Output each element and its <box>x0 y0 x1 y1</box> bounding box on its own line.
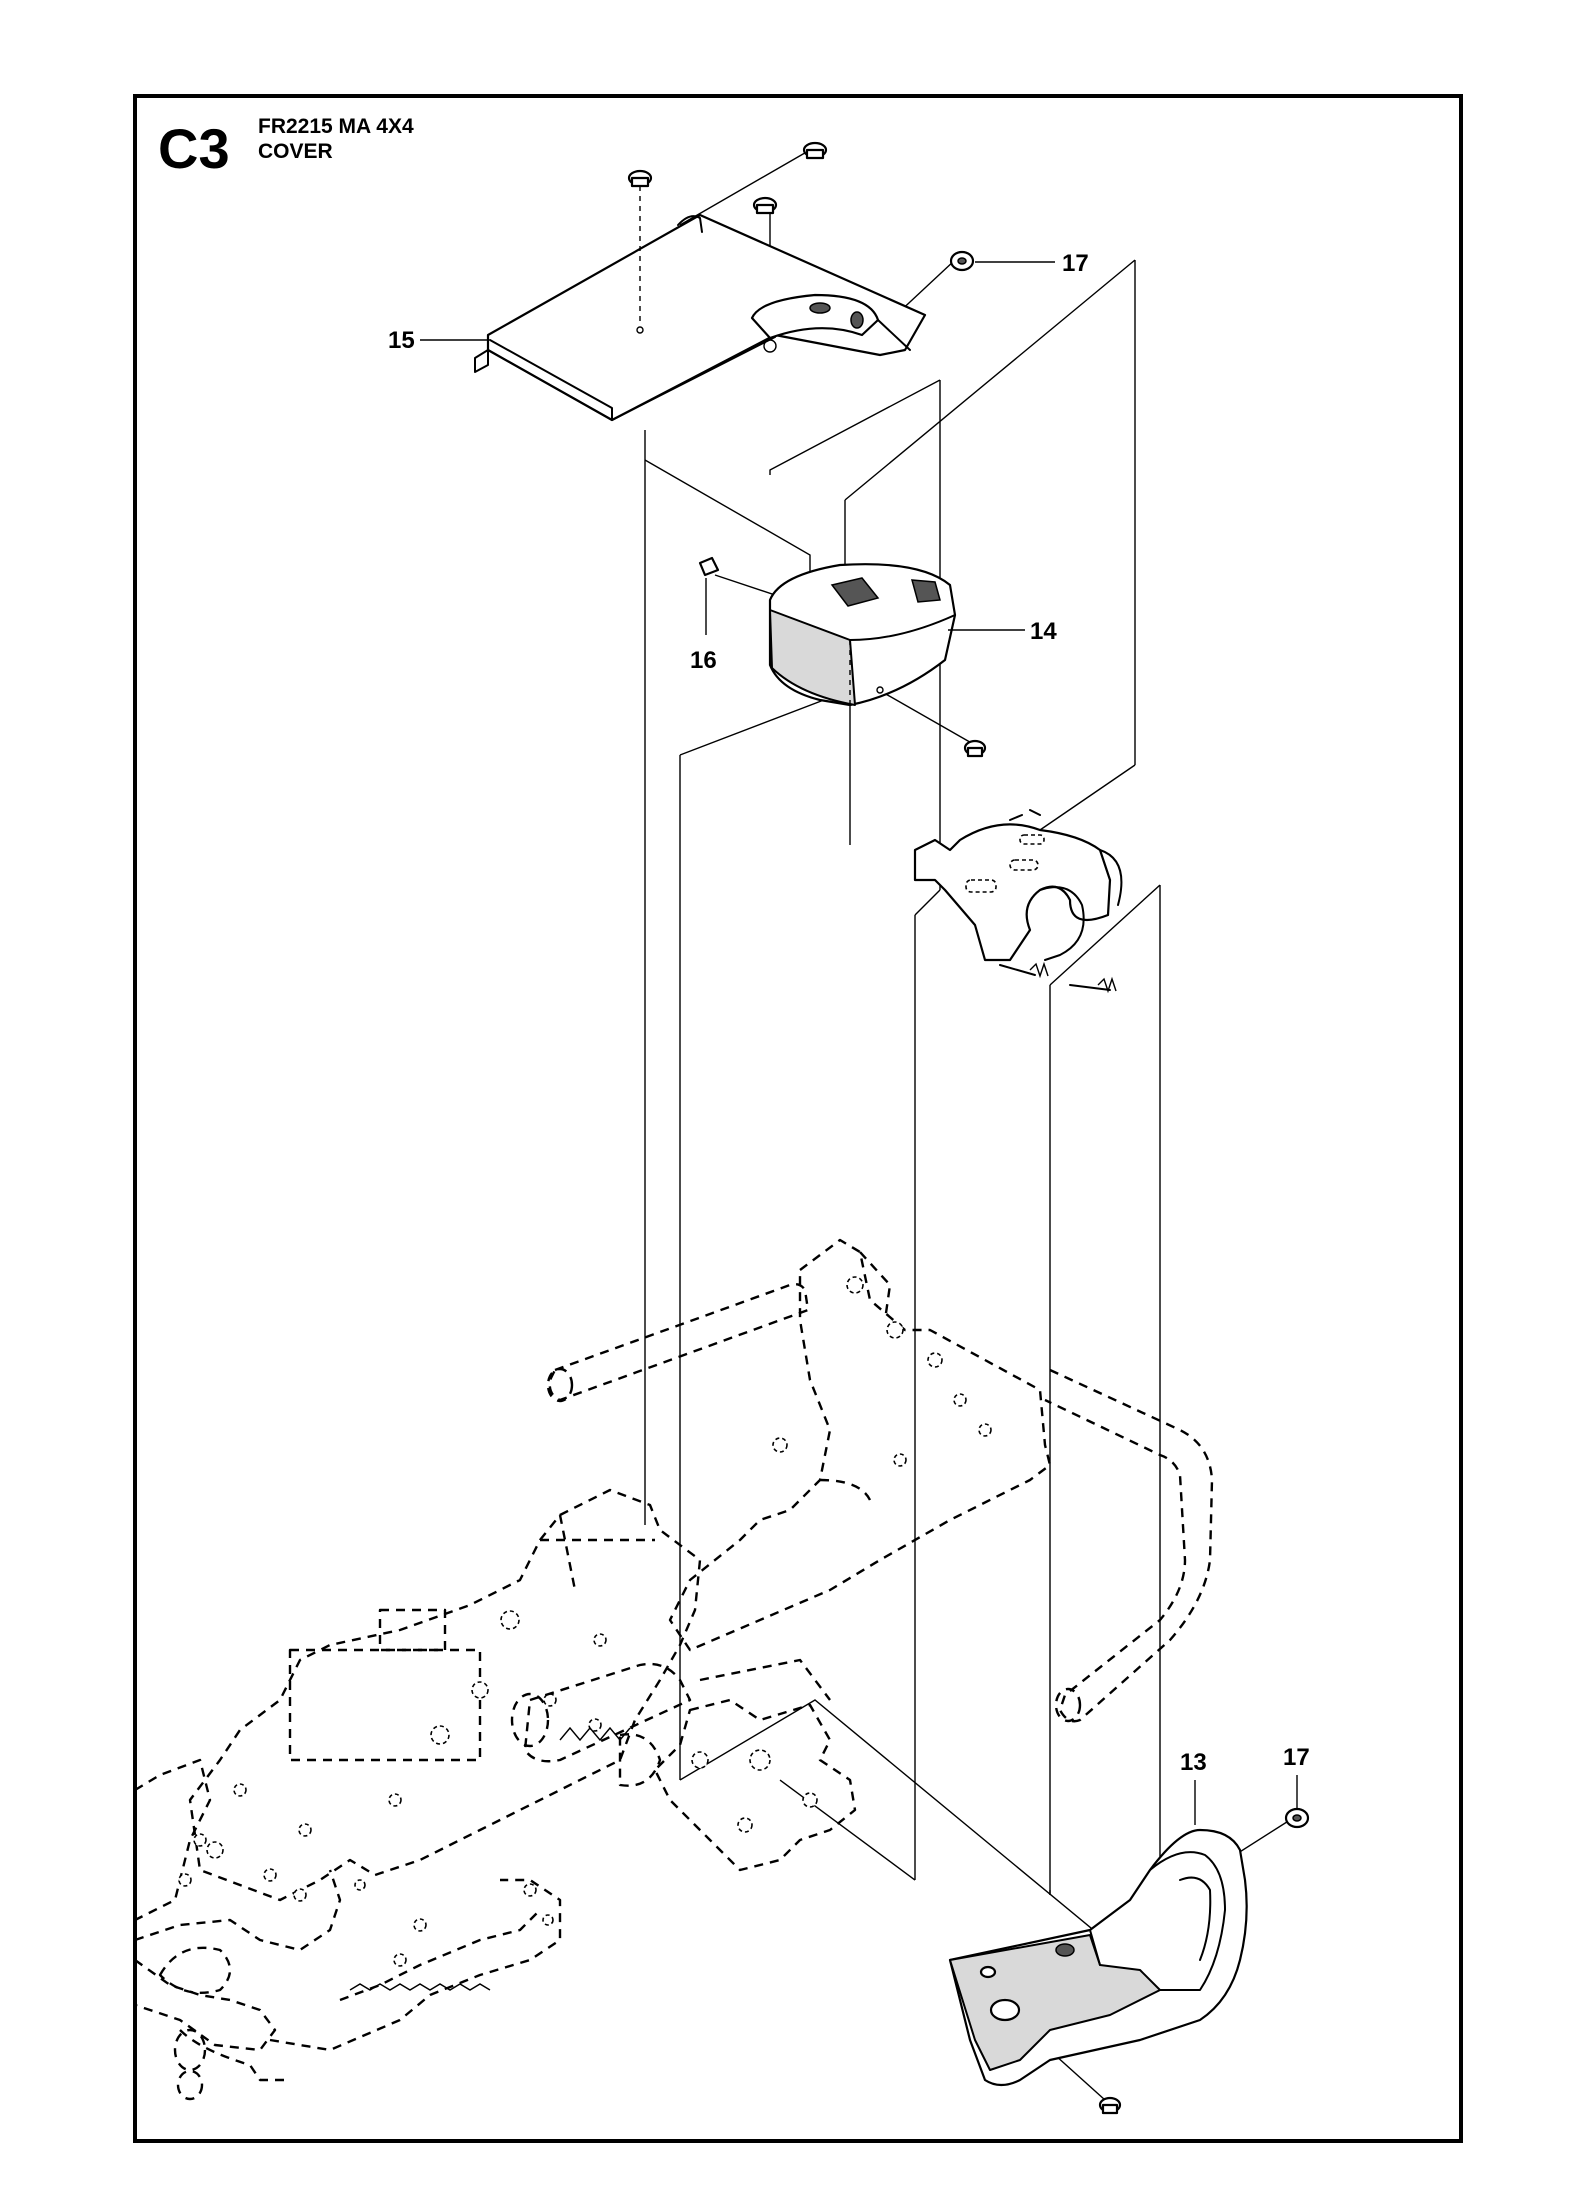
diagram-header: C3 FR2215 MA 4X4 COVER <box>158 115 414 180</box>
diagram-border <box>133 94 1463 2143</box>
callout-14: 14 <box>1030 618 1057 645</box>
front-cover-bracket <box>913 809 1123 994</box>
top-screws <box>627 141 975 325</box>
part-15-top-cover <box>474 213 927 422</box>
screw-icon <box>752 196 778 215</box>
callout-17-top: 17 <box>1062 250 1089 277</box>
part-13-lower-cover <box>948 1807 1310 2115</box>
callout-16: 16 <box>690 647 717 674</box>
nut-icon <box>949 250 975 272</box>
screw-icon <box>802 141 828 160</box>
part-14-center-cover <box>698 556 987 758</box>
callout-17-bottom: 17 <box>1283 1744 1310 1771</box>
assembly-guide-lines <box>644 149 1291 2101</box>
section-code: C3 <box>158 117 230 180</box>
callout-15: 15 <box>388 327 415 354</box>
callout-13: 13 <box>1180 1749 1207 1776</box>
assembly-name: COVER <box>258 140 333 163</box>
model-name: FR2215 MA 4X4 <box>258 115 414 138</box>
nut-icon <box>1284 1807 1310 1829</box>
callouts: 15 17 14 16 13 17 <box>388 250 1310 1825</box>
chassis-frame <box>134 1238 1214 2101</box>
screw-icon <box>1098 2096 1122 2115</box>
screw-icon <box>963 739 987 758</box>
screw-icon <box>627 169 653 325</box>
